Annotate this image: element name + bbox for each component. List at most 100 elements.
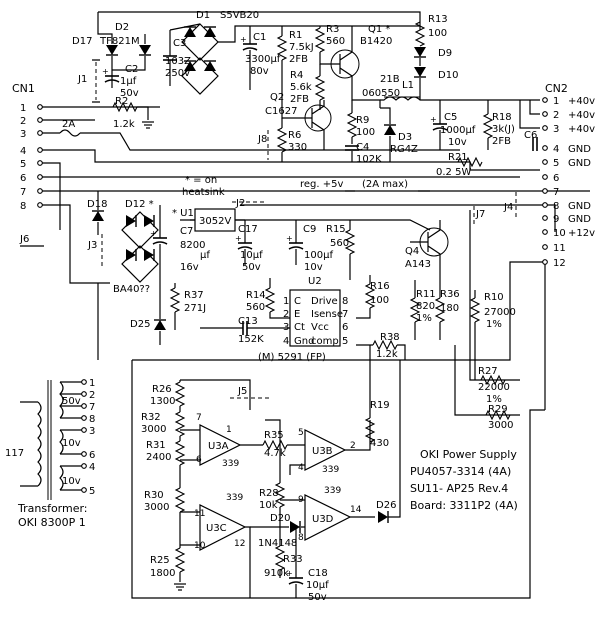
q1-label: Q1 * [368,24,390,35]
cn1-pin-number: 3 [20,129,26,140]
r35-label: R35 [264,430,284,441]
q2-label: Q2 [270,92,284,103]
j5-label: J5 [237,386,247,397]
r18-label: R18 [492,112,512,123]
q2-value: C1627 [265,106,297,117]
u2-pin-number: 2 [283,309,289,320]
d26-label: D26 [376,500,396,511]
j8-label: J8 [257,134,267,145]
r1-label: R1 [289,30,302,41]
r15-label: R15 [326,224,346,235]
transformer-pin [81,451,87,457]
svg-text:8: 8 [298,533,304,543]
cn1-pin [37,117,43,123]
c13-value: 152K [238,334,264,345]
d1-value: S5VB20 [220,10,259,21]
cn2-pin [542,145,548,151]
cn1-pin-number: 2 [20,116,26,127]
primary-label: 117 [5,448,24,459]
c2-value: 1µf [120,76,137,87]
u2-pin-signal: E [294,309,300,320]
q4-value: A143 [405,259,431,270]
title-block: OKI Power Supply PU4057-3314 (4A) SU11- … [410,448,518,512]
svg-text:12: 12 [234,539,245,549]
cn2-pin [542,188,548,194]
transformer-pin-number: 3 [89,426,95,437]
r18-rating: 2FB [492,136,511,147]
cn1-pin [37,160,43,166]
cn2-pin [542,202,548,208]
svg-text:11: 11 [194,509,205,519]
transformer-pin-number: 5 [89,486,95,497]
transformer-pin-number: 1 [89,378,95,389]
r14-value: 560 [246,302,265,313]
svg-text:1: 1 [226,425,232,435]
r36-value: 180 [440,303,459,314]
c17-value: 10µf [240,250,263,261]
r32-value: 3000 [141,424,166,435]
r2-label: R2 [115,96,128,107]
c17-label: C17 [238,224,258,235]
d3-value: RG4Z [390,144,418,155]
transformer-pin [81,391,87,397]
divider-chain: R26 1300 R32 3000 R31 2400 R30 3000 R25 … [141,379,251,591]
cn2-pin [542,244,548,250]
cn1-pin-number: 1 [20,103,26,114]
d12-label: D12 * [125,199,154,210]
r10-tol: 1% [486,319,502,330]
svg-text:7: 7 [196,413,202,423]
r6-label: R6 [288,130,301,141]
d18-label: D18 [87,199,107,210]
d2-label: D2 [115,22,129,33]
r13-value: 100 [428,28,447,39]
u2-pin-signal: Isense [311,309,343,320]
u2-pin-number: 6 [342,322,348,333]
cn2-signal: +40v [568,110,595,121]
c4-value: 102K [356,154,382,165]
r33-label: R33 [283,554,303,565]
transformer-part: OKI 8300P 1 [18,516,86,529]
title-line1: OKI Power Supply [420,448,517,461]
r32-label: R32 [141,412,161,423]
winding-10v-a: 10v [62,438,81,449]
cn1-pin-number: 8 [20,201,26,212]
cn2-signal: GND [568,144,591,155]
r19-label: R19 [370,400,390,411]
cn2-pin [542,229,548,235]
cn2-pin [542,159,548,165]
cn2-pin [542,174,548,180]
r27-value: 22000 [478,382,510,393]
cn2-pin-number: 12 [553,258,566,269]
r31-value: 2400 [146,452,171,463]
c1-label: C1 [253,32,266,43]
c1-volt: 80v [250,66,269,77]
transformer-pin-number: 7 [89,402,95,413]
r38-label: R38 [380,332,400,343]
u2-label: U2 [308,276,322,287]
svg-text:14: 14 [350,505,362,515]
cn1-pin-number: 6 [20,173,26,184]
c4-label: C4 [356,142,369,153]
cn2-pin [542,125,548,131]
transformer-pin [81,463,87,469]
r3-label: R3 [326,24,339,35]
u2-pin-number: 1 [283,296,289,307]
c9-value: 100µf [304,250,333,261]
u3c-type: 339 [226,493,243,503]
r10-value: 27000 [484,307,516,318]
c9-volt: 10v [304,262,323,273]
u2-pin-number: 7 [342,309,348,320]
u2-pin-signal: comp [311,336,339,347]
cn1-pin-number: 7 [20,187,26,198]
c6-label: C6 [524,130,537,141]
cn2-pin-number: 10 [553,228,566,239]
q4-label: Q4 [405,246,419,257]
cn2-signal: GND [568,158,591,169]
u2-pin-signal: Drive [311,296,338,307]
cn2-pin-number: 1 [553,96,559,107]
output-section: R9 100 C4 102K D3 RG4Z 21B 060550 L1 R13… [344,14,540,178]
